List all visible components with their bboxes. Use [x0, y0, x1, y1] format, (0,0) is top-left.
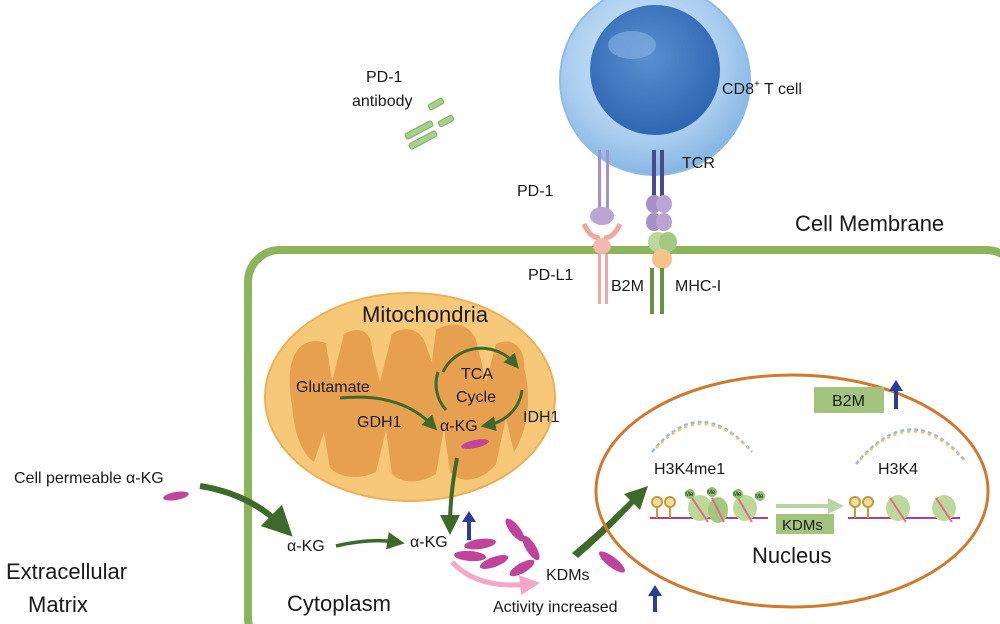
glutamate-to-akg-arrow — [339, 395, 438, 431]
akg-entry-arrow — [199, 483, 293, 537]
mhc1-molecule — [648, 232, 677, 314]
activity-increased-label: Activity increased — [493, 599, 618, 616]
mhc1-label: MHC-I — [675, 278, 721, 295]
kdms-cytoplasm-label: KDMs — [546, 567, 590, 584]
tca-label-line1: TCA — [461, 366, 493, 383]
h3k4me1-label: H3K4me1 — [654, 461, 725, 478]
cell-permeable-akg-label: Cell permeable α-KG — [14, 470, 164, 487]
methyl-mark-4: Me — [755, 494, 764, 500]
akg-cytoplasm-label: α-KG — [410, 534, 448, 551]
akg-entry-label: α-KG — [287, 538, 325, 555]
akg-molecule-cluster — [454, 518, 625, 577]
nucleosome-group-left — [685, 487, 765, 523]
h3k4-label: H3K4 — [878, 461, 918, 478]
dna-helix-left-icon — [651, 420, 753, 453]
idh1-label: IDH1 — [523, 409, 560, 426]
b2m-nucleus-box — [814, 387, 884, 413]
b2m-increase-arrow-icon — [889, 380, 903, 409]
kdms-nucleus-label: KDMs — [782, 517, 823, 534]
methyl-mark-3: Me — [733, 492, 742, 498]
mitochondria-label: Mitochondria — [362, 302, 489, 327]
chromatin-right — [848, 495, 960, 523]
extracellular-matrix-label-line2: Matrix — [28, 592, 88, 617]
t-cell-nucleus — [590, 5, 720, 135]
tcr-label: TCR — [682, 155, 715, 172]
pd1-label: PD-1 — [517, 183, 554, 200]
methyl-mark-1: Me — [685, 492, 694, 498]
gdh1-label: GDH1 — [357, 414, 402, 431]
pd1-antibody-label-line1: PD-1 — [366, 69, 403, 86]
kdms-to-nucleus-arrow — [572, 486, 648, 558]
mito-to-cytoplasm-arrow — [440, 457, 461, 535]
tca-cycle-arrows — [434, 346, 524, 432]
activity-increase-arrow-icon — [648, 585, 662, 612]
b2m-nucleus-label: B2M — [832, 393, 865, 410]
cell-membrane-label: Cell Membrane — [795, 211, 944, 236]
kdms-nucleus-box — [776, 514, 834, 534]
akg-mitochondria-label: α-KG — [440, 418, 478, 435]
cd8-t-cell — [559, 0, 751, 176]
akg-molecule-mitochondria — [461, 439, 489, 449]
pdl1-label: PD-L1 — [528, 267, 573, 284]
pd1-antibody-label-line2: antibody — [352, 93, 413, 110]
activity-pink-arrow — [450, 560, 540, 596]
nucleus-label: Nucleus — [752, 543, 831, 568]
nucleus — [594, 373, 990, 609]
akg-increase-arrow-icon — [462, 511, 476, 540]
b2m-label: B2M — [611, 278, 644, 295]
chromatin-left: Me Me Me Me — [650, 487, 768, 523]
akg-molecule-extracellular — [163, 491, 189, 501]
pd1-antibody-icon — [404, 97, 455, 150]
pdl1-ligand — [581, 222, 623, 304]
tca-label-line2: Cycle — [456, 389, 496, 406]
dna-helix-right-icon — [855, 428, 967, 465]
tcr-receptor — [646, 150, 672, 231]
pd1-receptor — [590, 150, 614, 225]
methyl-mark-2: Me — [707, 490, 716, 496]
cell-membrane — [244, 246, 1000, 624]
extracellular-matrix-label-line1: Extracellular — [6, 559, 127, 584]
glutamate-label: Glutamate — [296, 379, 370, 396]
cytoplasm-label: Cytoplasm — [287, 591, 391, 616]
akg-to-akg-arrow — [335, 532, 405, 550]
cd8-t-cell-label: CD8+ T cell — [722, 79, 802, 98]
